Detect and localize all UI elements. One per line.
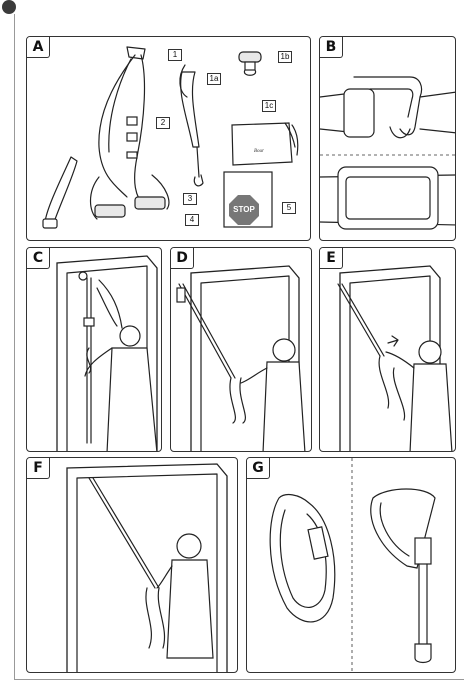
stop-sign-icon: STOP [229, 195, 259, 225]
panel-e-label: E [320, 248, 343, 269]
panel-c-illustration [56, 255, 158, 451]
panel-g-label: G [247, 458, 270, 479]
panel-a: A 1 1a 1b 1c 2 3 4 [26, 36, 311, 241]
callout-2: 1a [207, 73, 221, 85]
callout-1: 1 [168, 49, 182, 61]
main-strap-left [98, 54, 136, 198]
panel-c: C [26, 247, 162, 452]
page-frame-bottom [14, 679, 464, 680]
panel-c-label: C [27, 248, 50, 269]
callout-3: 1b [278, 51, 292, 63]
panel-e: E [319, 247, 456, 452]
loop-strap-closed [269, 493, 336, 623]
panel-b-illustration [320, 76, 455, 230]
panel-d-illustration [176, 265, 306, 451]
panel-e-illustration [337, 265, 453, 451]
page-corner-badge [2, 0, 16, 14]
panel-a-label: A [27, 37, 50, 58]
callout-5: 5 [282, 202, 296, 214]
panel-g: G [246, 457, 456, 673]
panel-f-illustration [66, 463, 228, 672]
panel-b: B [319, 36, 456, 241]
panel-d-label: D [171, 248, 194, 269]
panel-b-label: B [320, 37, 343, 58]
panel-g-illustration [269, 458, 436, 672]
callout-1a: 2 [156, 117, 170, 129]
callout-1c: 4 [185, 214, 199, 226]
panel-a-illustration [42, 46, 299, 229]
callout-1b: 3 [183, 193, 197, 205]
panel-d: D [170, 247, 312, 452]
panel-f: F [26, 457, 238, 673]
pouch-print-text: Bour [254, 149, 264, 154]
panel-f-label: F [27, 458, 50, 479]
main-strap-right [134, 54, 146, 208]
callout-4: 1c [262, 100, 276, 112]
page-frame-left [14, 14, 15, 680]
